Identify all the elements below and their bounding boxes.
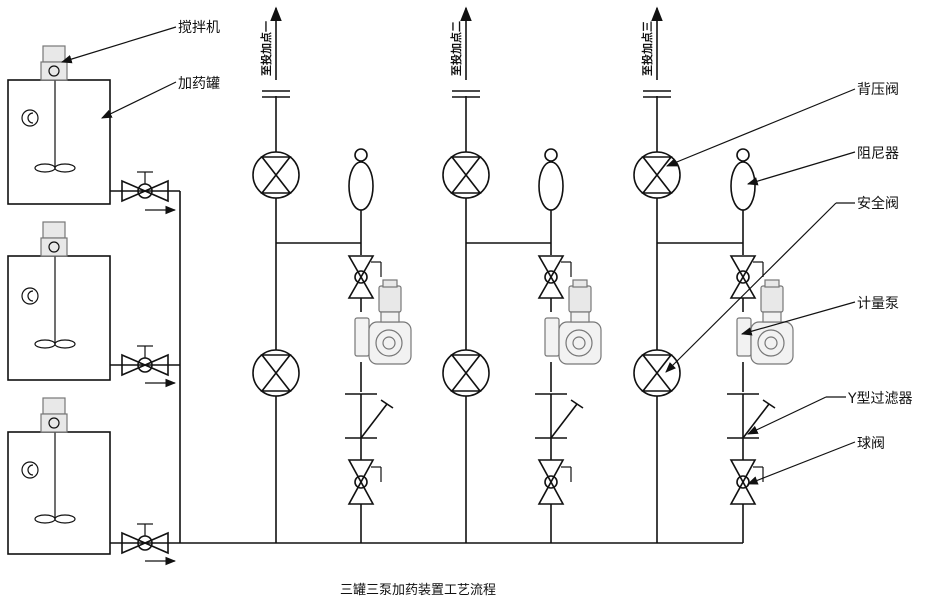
train-1-back-pressure-valve-icon [252,151,300,199]
tank-3 [7,397,111,555]
train-3-lower-ball-valve-icon [729,459,764,505]
label-tank: 加药罐 [178,76,220,92]
agitator-motor-3-icon [40,397,68,433]
tank-2 [7,221,111,381]
train-2-y-strainer-icon [535,393,584,439]
train-3-safety-valve-icon [633,349,681,397]
train-2-metering-pump-icon [544,279,602,365]
train-3-damper-icon [730,148,756,211]
train-3-y-strainer-icon [727,393,776,439]
pump-train-1 [252,6,412,543]
train-2-safety-valve-icon [442,349,490,397]
diagram-title: 三罐三泵加药装置工艺流程 [340,583,496,598]
train-2-back-pressure-valve-icon [442,151,490,199]
tank-1 [7,45,111,205]
tank-1-agitator-symbol-icon [21,109,39,127]
train-1-damper-icon [348,148,374,211]
label-safety-valve: 安全阀 [857,195,899,212]
train-1-upper-ball-valve-icon [347,255,382,299]
tank-3-outlet-valve-icon [110,523,180,566]
label-metering-pump: 计量泵 [857,296,899,312]
tank-3-body [7,431,111,555]
tank-2-body [7,255,111,381]
label-y-strainer: Y型过滤器 [847,391,913,407]
train-2-damper-icon [538,148,564,211]
agitator-motor-1-icon [40,45,68,81]
pump-train-3 [633,6,794,543]
train-3-back-pressure-valve-icon [633,151,681,199]
train-1-safety-valve-icon [252,349,300,397]
tank-outlet-valves [110,171,181,566]
train-1-y-strainer-icon [345,393,394,439]
pump-train-2 [442,6,602,543]
outlet-2-label: 至投加点二 [449,21,463,76]
train-1-metering-pump-icon [354,279,412,365]
agitator-motor-2-icon [40,221,68,257]
tank-2-outlet-valve-icon [110,345,180,388]
pump-trains [252,6,794,543]
label-damper: 阻尼器 [857,146,899,162]
outlet-1-label: 至投加点一 [259,21,273,76]
label-ball-valve: 球阀 [857,436,885,452]
tank-group [7,45,111,555]
label-agitator: 搅拌机 [178,20,220,36]
tank-2-agitator-symbol-icon [21,287,39,305]
outlet-3-label: 至投加点三 [640,21,654,76]
callouts: 搅拌机 加药罐 背压阀 阻尼器 安全阀 计量泵 Y型过滤器 球阀 [60,20,913,485]
train-2-upper-ball-valve-icon [537,255,572,299]
train-1-lower-ball-valve-icon [347,459,382,505]
tank-3-agitator-symbol-icon [21,461,39,479]
train-3-upper-ball-valve-icon [729,255,764,299]
train-3-metering-pump-icon [736,279,794,365]
train-2-lower-ball-valve-icon [537,459,572,505]
tank-1-body [7,79,111,205]
label-back-pressure-valve: 背压阀 [857,82,899,98]
tank-1-outlet-valve-icon [110,171,180,215]
